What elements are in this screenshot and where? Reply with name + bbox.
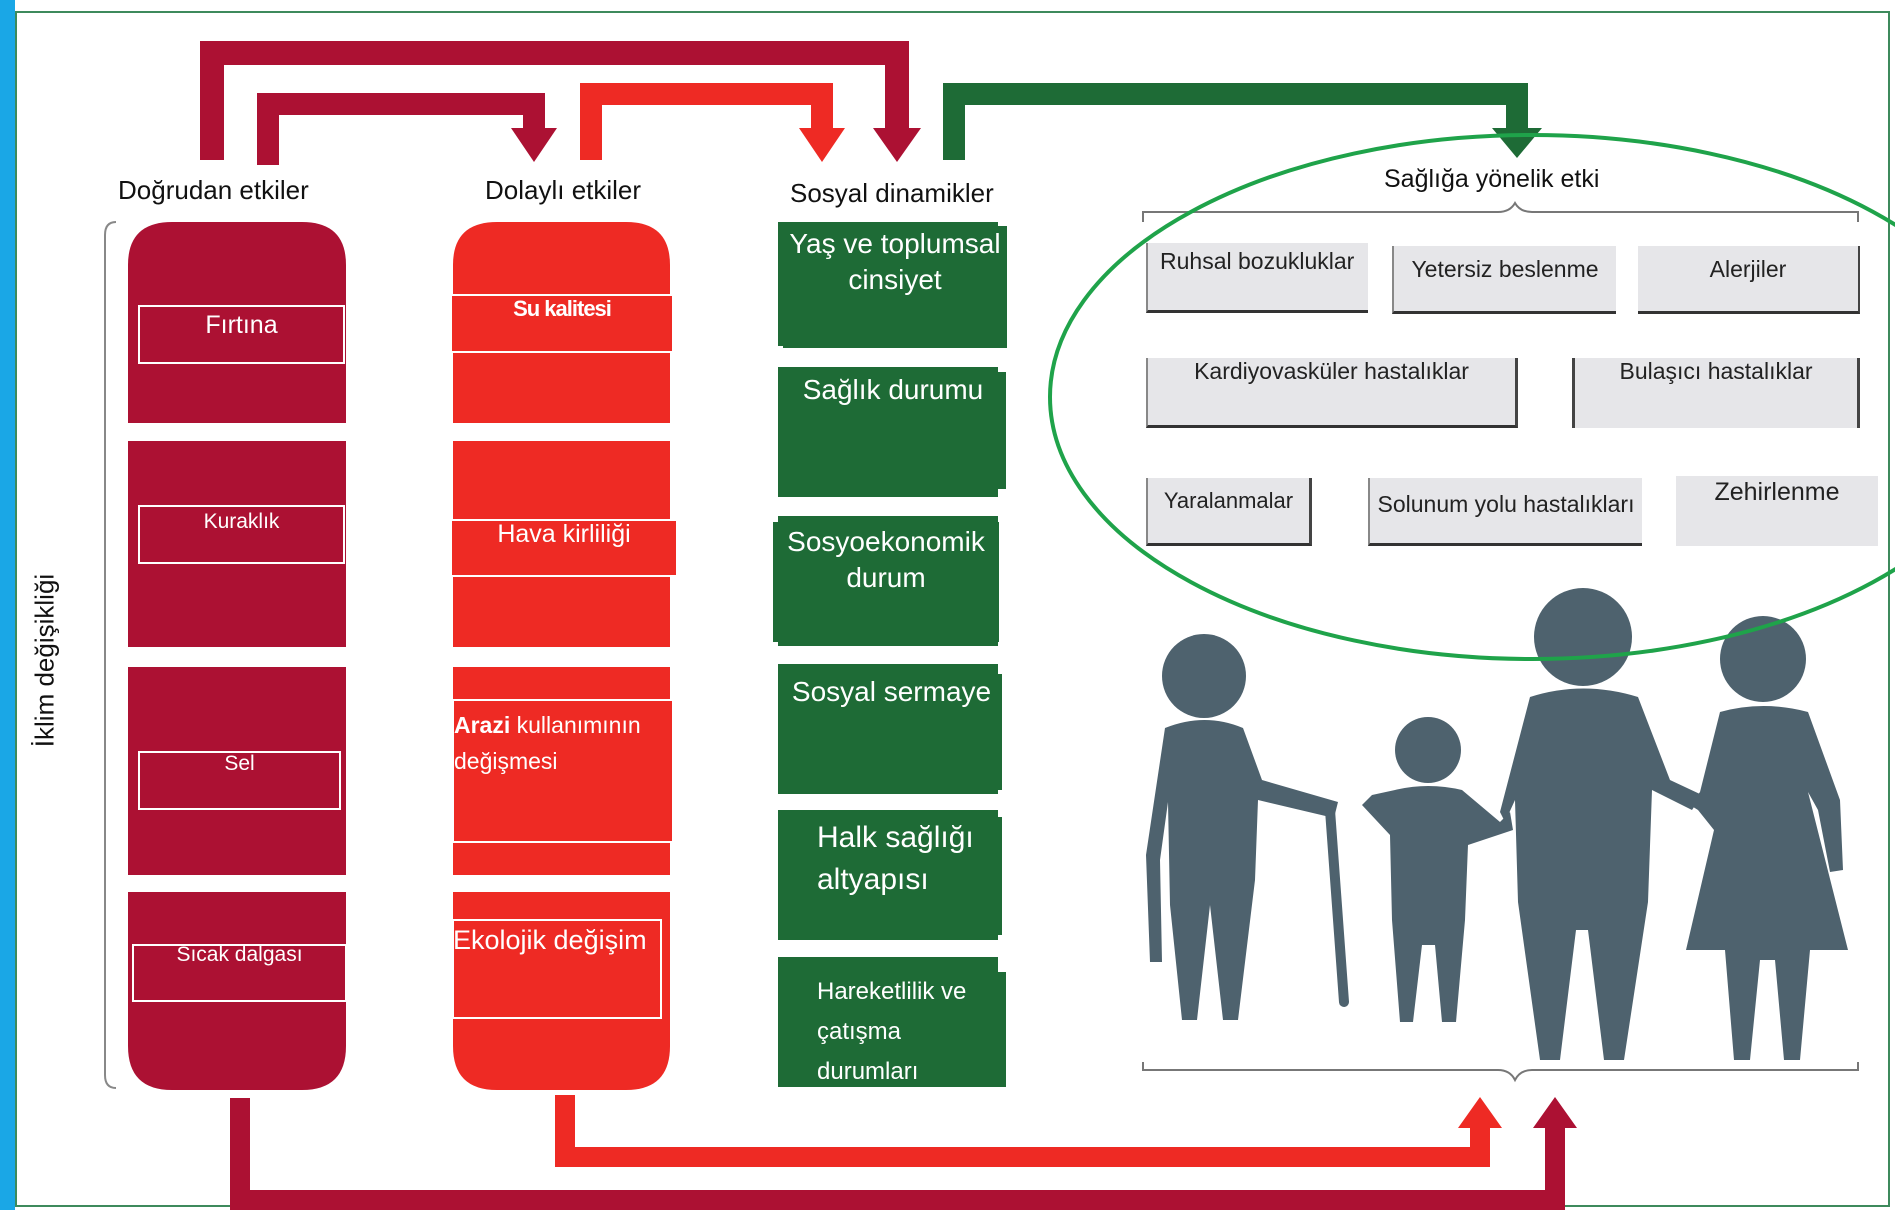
social-mobility-line2: çatışma xyxy=(817,1018,902,1045)
indirect-effect-air: Hava kirliliği xyxy=(497,520,631,548)
indirect-band-land xyxy=(452,699,674,843)
direct-cell-drought xyxy=(128,441,346,647)
direct-effect-storm: Fırtına xyxy=(205,311,278,339)
direct-effect-drought: Kuraklık xyxy=(203,510,280,533)
elderly-cane xyxy=(1325,805,1349,1007)
indirect-to-health-arrowhead xyxy=(1458,1097,1502,1128)
social-mobility-line1: Hareketlilik ve xyxy=(817,978,967,1005)
header-indirect-effects: Dolaylı etkiler xyxy=(485,175,642,205)
social-health-status: Sağlık durumu xyxy=(802,374,984,405)
climate-change-label: İklim değişikliği xyxy=(29,573,60,748)
direct-label-box-heatwave xyxy=(132,944,347,1002)
direct-effect-heatwave: Sıcak dalgası xyxy=(176,943,303,966)
direct-to-social-arrowhead xyxy=(873,128,921,162)
direct-cell-storm xyxy=(128,222,346,423)
social-cell-health-status: Sağlık durumu xyxy=(780,372,1006,489)
indirect-band-water xyxy=(450,294,674,353)
indirect-to-social-arrowhead xyxy=(799,128,845,162)
health-infectious: Bulaşıcı hastalıklar xyxy=(1572,358,1860,428)
social-age-line2: cinsiyet xyxy=(848,264,942,295)
indirect-effect-water: Su kalitesi xyxy=(513,296,612,321)
social-cell-socioeconomic: Sosyoekonomik durum xyxy=(773,522,999,642)
direct-to-health-arrow xyxy=(230,1098,1565,1210)
indirect-effect-eco: Ekolojik değişim xyxy=(453,925,647,955)
health-poisoning: Zehirlenme xyxy=(1676,476,1878,546)
social-infra-line1: Halk sağlığı xyxy=(817,821,974,854)
social-capital: Sosyal sermaye xyxy=(791,676,992,707)
health-malnutrition: Yetersiz beslenme xyxy=(1392,246,1616,314)
elderly-body xyxy=(1146,720,1338,1020)
direct-label-box-drought xyxy=(138,505,345,564)
mother-body xyxy=(1686,706,1848,1060)
social-to-health-arrowhead xyxy=(1492,128,1542,158)
left-frame-bar xyxy=(0,0,15,1210)
header-social-dynamics: Sosyal dinamikler xyxy=(790,178,994,208)
indirect-to-health-arrow xyxy=(555,1095,1490,1167)
health-cardiovascular: Kardiyovasküler hastalıklar xyxy=(1146,358,1518,428)
indirect-effect-land-line2: değişmesi xyxy=(454,748,558,774)
header-direct-effects: Doğrudan etkiler xyxy=(118,175,309,205)
social-to-health-arrow xyxy=(943,83,1528,160)
health-respiratory: Solunum yolu hastalıkları xyxy=(1368,478,1642,546)
indirect-effect-land-bold: Arazi xyxy=(454,712,511,738)
social-cell-age-gender: Yaş ve toplumsal cinsiyet xyxy=(783,226,1007,348)
direct-label-box-storm xyxy=(138,305,345,364)
climate-bracket xyxy=(104,221,117,1089)
indirect-effect-land-line1: kullanımının xyxy=(516,712,641,738)
direct-to-social-arrow xyxy=(200,41,909,160)
health-bottom-bracket xyxy=(1142,1062,1859,1083)
mother-head xyxy=(1720,616,1806,702)
father-head xyxy=(1534,588,1632,686)
direct-cell-flood xyxy=(128,667,346,875)
health-injuries: Yaralanmalar xyxy=(1146,478,1312,546)
social-mobility-line3: durumları xyxy=(817,1058,919,1085)
direct-to-health-arrowhead xyxy=(1533,1097,1577,1128)
header-health-impact: Sağlığa yönelik etki xyxy=(1384,165,1600,193)
health-top-bracket xyxy=(1142,200,1859,222)
social-cell-mobility: Hareketlilik ve çatışma durumları xyxy=(781,972,1006,1087)
elderly-head xyxy=(1162,634,1246,718)
social-socio-line2: durum xyxy=(846,562,926,593)
child-body xyxy=(1362,786,1513,1022)
direct-to-indirect-arrowhead xyxy=(511,128,557,162)
health-mental-disorders: Ruhsal bozukluklar xyxy=(1146,243,1368,313)
indirect-to-social-arrow xyxy=(580,83,833,160)
social-socio-line1: Sosyoekonomik xyxy=(787,526,985,557)
child-head xyxy=(1395,717,1461,783)
indirect-cell-eco xyxy=(453,892,670,1090)
direct-label-box-flood xyxy=(138,751,341,810)
indirect-band-air xyxy=(450,519,678,577)
health-circle xyxy=(1048,133,1895,661)
social-cell-public-health: Halk sağlığı altyapısı xyxy=(781,817,1002,935)
social-infra-line2: altyapısı xyxy=(817,863,929,896)
social-cell-social-capital: Sosyal sermaye xyxy=(781,674,1002,790)
people-pictogram xyxy=(1146,588,1848,1060)
indirect-band-eco xyxy=(452,919,662,1019)
health-allergies: Alerjiler xyxy=(1638,246,1860,314)
social-age-line1: Yaş ve toplumsal xyxy=(789,228,1001,259)
father-body xyxy=(1500,688,1702,1060)
direct-to-indirect-arrow xyxy=(257,93,545,165)
direct-effect-flood: Sel xyxy=(224,752,255,775)
direct-cell-heatwave xyxy=(128,892,346,1090)
indirect-effect-land: Arazi kullanımının değişmesi xyxy=(454,707,641,779)
